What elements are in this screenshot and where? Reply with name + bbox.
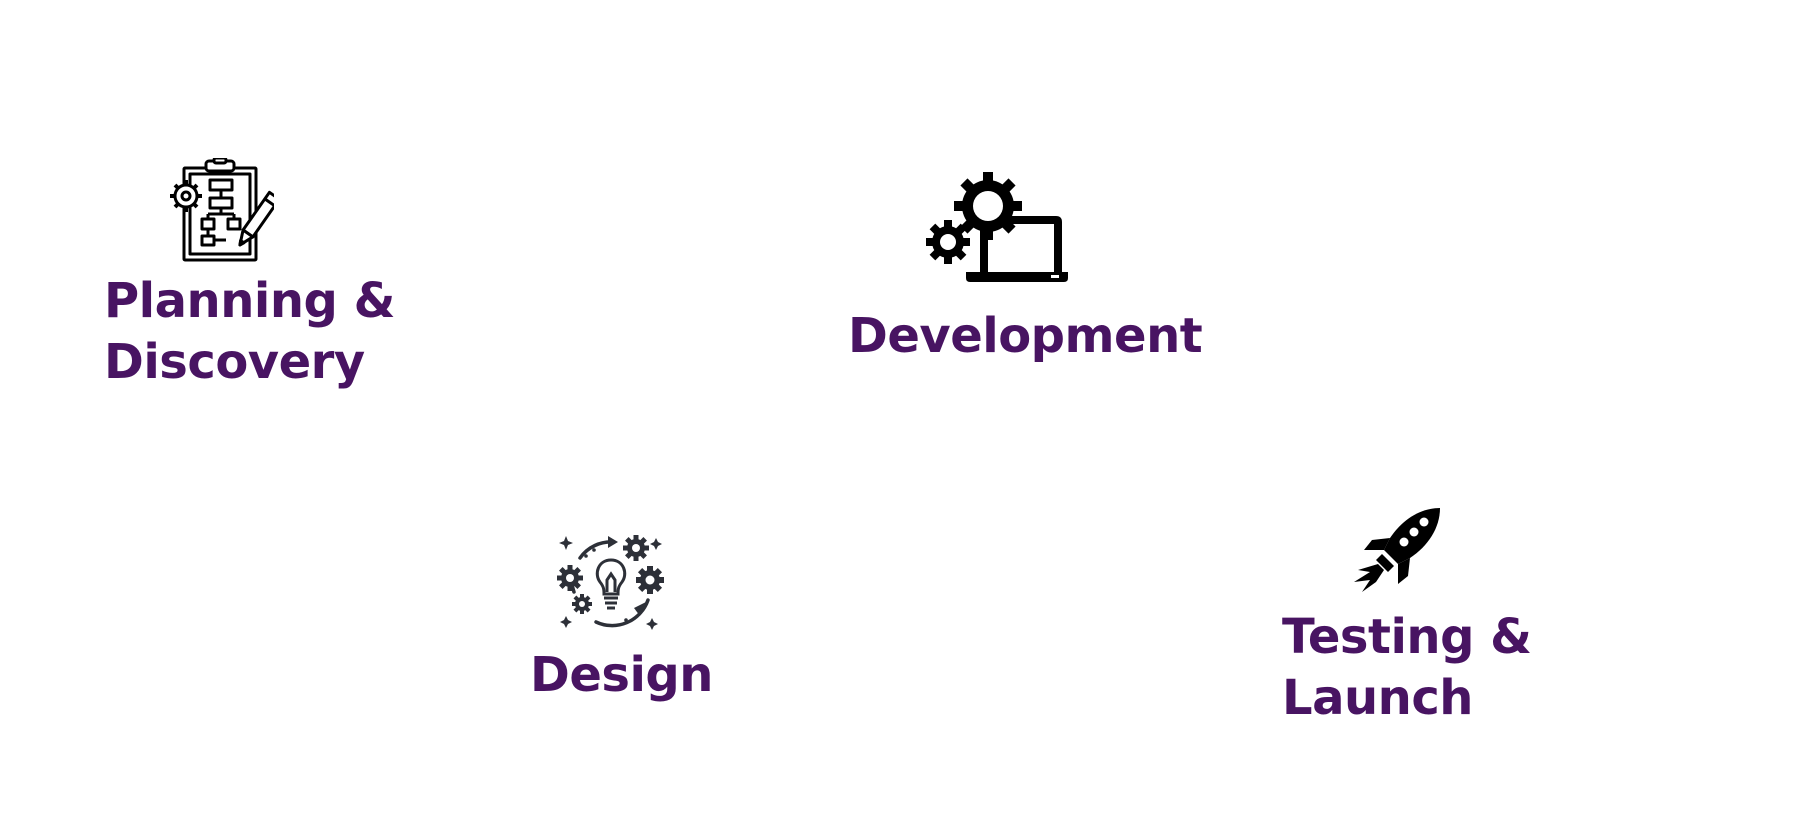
- lightbulb-gears-cycle-icon: [557, 535, 664, 630]
- step-title-line2: Discovery: [104, 334, 365, 390]
- step-title-line2: Launch: [1282, 670, 1473, 726]
- step-title-line1: Testing &: [1282, 609, 1532, 665]
- clipboard-flowchart-pencil-icon: [170, 158, 274, 262]
- step-title: Development: [848, 308, 1203, 364]
- laptop-gears-icon: [926, 172, 1068, 282]
- rocket-icon: [1354, 508, 1440, 592]
- step-title: Design: [530, 647, 713, 703]
- step-title-line1: Planning &: [104, 273, 395, 329]
